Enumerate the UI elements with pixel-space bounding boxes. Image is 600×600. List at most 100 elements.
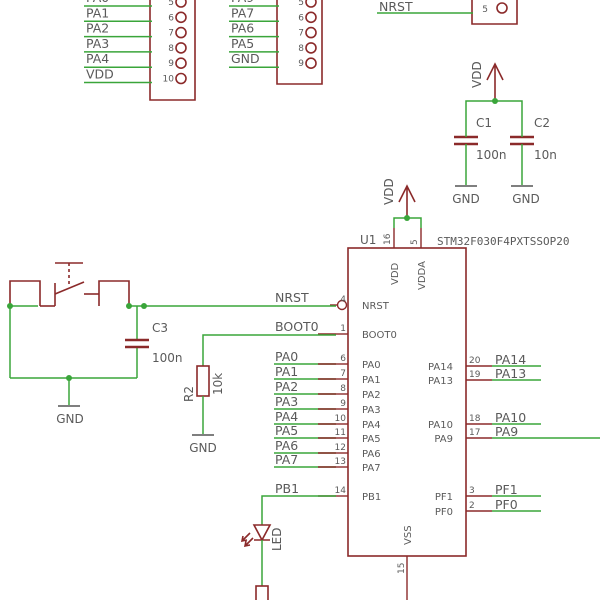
mcu-left-pin-num: 14	[335, 486, 347, 496]
boot0-circuit: R2 10k GND	[182, 334, 336, 455]
mcu-left-net-label: BOOT0	[275, 319, 319, 334]
header-mid-pin-circle	[305, 57, 317, 70]
c2-name: C2	[534, 116, 550, 130]
mcu-left-pin-label: PA0	[362, 360, 381, 371]
mcu-left-pin-num: 12	[335, 443, 346, 453]
c3-value: 100n	[152, 351, 183, 365]
junction-dot	[7, 303, 13, 309]
header-left-net: PA3	[86, 36, 109, 51]
mcu-name: U1	[360, 233, 376, 247]
header-mid-pin-circle	[305, 0, 317, 8]
mcu-vdd-arrow-icon	[398, 184, 416, 218]
mcu-right-pin-label: PA13	[428, 376, 453, 387]
junction-dot	[66, 375, 72, 381]
header-right-body	[471, 0, 518, 25]
header-left-pin-circle	[175, 42, 187, 54]
mcu-left-net-label: PA5	[275, 423, 298, 438]
header-right-net: NRST	[379, 0, 413, 14]
header-left-net: PA4	[86, 51, 109, 66]
c2-value: 10n	[534, 148, 557, 162]
header-left: PA05PA16PA27PA38PA49VDD10	[84, 0, 196, 101]
header-left-net: VDD	[86, 67, 114, 82]
mcu-top-pin-num-0: 16	[383, 233, 393, 245]
header-left-pin-circle	[175, 26, 187, 39]
mcu-right-pin-label: PA14	[428, 362, 453, 373]
mcu-right-pin-num: 3	[469, 486, 475, 496]
mcu-part: STM32F030F4PXTSSOP20	[437, 235, 569, 248]
header-left-pin-num: 7	[168, 29, 174, 39]
header-left-pin-num: 10	[163, 75, 175, 85]
mcu-left-net-label: PA2	[275, 379, 298, 394]
supply-mcu-label: VDD	[382, 178, 396, 205]
header-left-pin-circle	[175, 72, 187, 85]
mcu-left-pin-label: PB1	[362, 492, 381, 503]
mcu-left-pin-label: PA4	[362, 420, 381, 431]
mcu-left-net-label: PA1	[275, 364, 298, 379]
mcu-left-pin-num: 10	[335, 414, 347, 424]
mcu-left-pin-label: PA1	[362, 375, 381, 386]
mcu-top-pin-label-1: VDDA	[417, 261, 428, 290]
junction-dot	[126, 303, 132, 309]
vdd-arrow-icon	[486, 62, 504, 100]
header-mid-pin-circle	[305, 42, 317, 54]
header-mid-pin-circle	[305, 11, 317, 24]
header-left-pin-num: 6	[168, 13, 174, 23]
r2-gnd: GND	[189, 441, 217, 455]
c1-value: 100n	[476, 148, 507, 162]
boot0-wire	[202, 334, 336, 366]
r2-body	[196, 365, 210, 397]
led-diode-icon	[252, 524, 272, 542]
mcu-left-pin-num: 6	[340, 354, 346, 364]
header-mid-net: GND	[231, 51, 260, 66]
mcu-right-pin-num: 2	[469, 501, 475, 511]
mcu-left-net-label: PB1	[275, 481, 299, 496]
header-mid-net: PA5	[231, 36, 254, 51]
mcu-u1: U1 STM32F030F4PXTSSOP20 16 5 VDD VDDA 15…	[274, 228, 600, 600]
mcu-left-pin-label: NRST	[362, 301, 390, 312]
header-mid-body	[276, 0, 323, 85]
mcu-left-net-label: PA3	[275, 394, 298, 409]
mcu-left-net-label: PA0	[275, 349, 298, 364]
mcu-left-pin-label: PA3	[362, 405, 381, 416]
mcu-left-pin-label: PA7	[362, 463, 381, 474]
led-name: LED	[270, 527, 284, 551]
header-mid: PA95PA76PA67PA58GND9	[229, 0, 323, 85]
mcu-right-net-label: PF0	[495, 497, 518, 512]
mcu-left-pin-num: 13	[335, 457, 346, 467]
supply-decoupling: VDD C1 100n GND C2 10n GND	[452, 61, 557, 206]
mcu-vdd-wire	[393, 217, 422, 228]
header-mid-net: PA9	[231, 0, 254, 5]
mcu-right-pin-label: PA10	[428, 420, 453, 431]
header-left-pin-num: 5	[168, 0, 174, 8]
mcu-supply: VDD	[382, 178, 422, 228]
r2-name: R2	[182, 386, 196, 402]
header-mid-pin-num: 6	[298, 13, 304, 23]
header-mid-pin-circle	[305, 26, 317, 39]
header-left-pin-circle	[175, 11, 187, 24]
mcu-right-pin-num: 18	[469, 414, 481, 424]
button-gnd: GND	[56, 412, 84, 426]
r2-value: 10k	[211, 373, 225, 395]
mcu-left-net-label: PA4	[275, 409, 298, 424]
mcu-left-pin-label: PA2	[362, 390, 381, 401]
header-left-net: PA1	[86, 5, 109, 20]
c2-gnd: GND	[512, 192, 540, 206]
decoupling-wire-top	[465, 100, 523, 122]
header-left-pin-circle	[175, 57, 187, 70]
mcu-left-net-label: NRST	[275, 290, 309, 305]
junction-dot	[141, 303, 147, 309]
mcu-bottom-pin-num: 15	[397, 563, 407, 574]
mcu-right-pin-label: PA9	[434, 434, 453, 445]
mcu-right-pin-num: 17	[469, 428, 480, 438]
header-mid-pin-num: 9	[298, 59, 304, 69]
button-lever	[54, 281, 85, 295]
mcu-top-pin-num-1: 5	[410, 239, 420, 245]
led-circuit: LED	[240, 495, 336, 600]
mcu-left-pin-label: PA6	[362, 449, 381, 460]
mcu-right-net-label: PF1	[495, 482, 518, 497]
header-left-net: PA2	[86, 21, 109, 36]
header-right-pin-circle	[496, 2, 508, 14]
mcu-right-pin-num: 19	[469, 370, 481, 380]
mcu-bottom-pin-label: VSS	[403, 525, 414, 545]
mcu-left-pin-num: 1	[340, 324, 346, 334]
